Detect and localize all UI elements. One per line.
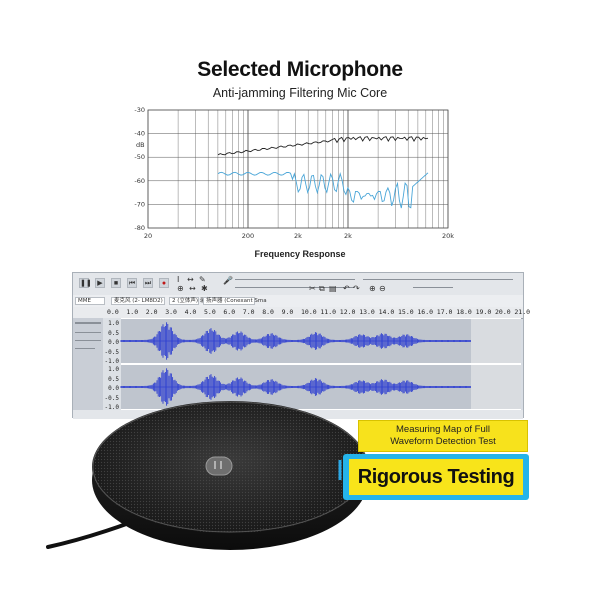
- y-tick-label: -30: [134, 106, 145, 114]
- ruler-label: 9.0: [281, 308, 294, 316]
- record-button[interactable]: ●: [159, 278, 169, 288]
- ruler-label: 14.0: [378, 308, 395, 316]
- frequency-response-chart: -30 -40 -50 -60 -70 -80 20 200 2k 2k 20k dB: [134, 106, 454, 240]
- x-tick-label: 20k: [442, 232, 454, 240]
- x-tick-label: 20: [144, 232, 152, 240]
- ruler-label: 4.0: [184, 308, 197, 316]
- host-select[interactable]: MME: [75, 297, 105, 305]
- amplitude-label: 0.5: [108, 329, 119, 337]
- zoom-in-icon[interactable]: ⊕: [369, 284, 376, 293]
- waveform: [120, 368, 471, 406]
- pause-button[interactable]: ❚❚: [79, 278, 92, 288]
- record-meter: [235, 279, 355, 280]
- upper-response-curve: [217, 136, 429, 156]
- chart-grid: [147, 109, 449, 229]
- stop-button[interactable]: ■: [111, 278, 121, 288]
- audio-editor-window: ❚❚ ▶ ■ ⏮ ⏭ ● I ↔ ✎ ⊕ ↔ ✱ 🎤 ✂ ⧉ ▤ ↶ ↷ ⊕ ⊖…: [72, 272, 530, 419]
- x-axis-ticks: 20 200 2k 2k 20k: [144, 232, 454, 240]
- amplitude-label: 1.0: [108, 320, 119, 327]
- empty-region: [471, 365, 521, 409]
- amplitude-label: 0.0: [108, 339, 119, 346]
- zoom-out-icon[interactable]: ⊖: [379, 284, 386, 293]
- level-scale: [363, 279, 513, 280]
- y-tick-label: -60: [134, 177, 145, 185]
- playback-meter: [235, 287, 355, 288]
- ruler-label: 20.0: [495, 308, 511, 316]
- ruler-label: 10.0: [301, 308, 317, 316]
- ruler-label: 6.0: [223, 308, 236, 316]
- skip-start-button[interactable]: ⏮: [127, 278, 137, 288]
- ruler-label: 15.0: [398, 308, 414, 316]
- ruler-label: 1.0: [126, 308, 139, 316]
- selection-tool-icon[interactable]: I: [177, 275, 180, 284]
- amplitude-label: -0.5: [104, 394, 119, 402]
- ruler-label: 0.0: [107, 308, 119, 316]
- ruler-label: 11.0: [320, 308, 337, 316]
- timeshift-tool-icon[interactable]: ↔: [189, 284, 196, 293]
- measuring-callout: Measuring Map of Full Waveform Detection…: [358, 420, 528, 452]
- input-device-select[interactable]: 麦克风 (2- LM8D2): [111, 297, 165, 305]
- mic-mute-icon: [214, 461, 222, 469]
- play-button[interactable]: ▶: [95, 278, 105, 288]
- ruler-label: 8.0: [262, 308, 274, 316]
- envelope-tool-icon[interactable]: ↔: [187, 275, 194, 284]
- amplitude-label: -1.0: [104, 358, 119, 365]
- amplitude-label: -0.5: [104, 348, 119, 356]
- rigorous-callout: Rigorous Testing: [343, 454, 529, 500]
- lower-response-curve: [217, 171, 429, 209]
- transport-toolbar: ❚❚ ▶ ■ ⏮ ⏭ ● I ↔ ✎ ⊕ ↔ ✱ 🎤 ✂ ⧉ ▤ ↶ ↷ ⊕ ⊖: [73, 273, 523, 296]
- y-tick-label: -40: [134, 130, 145, 138]
- multi-tool-icon[interactable]: ✱: [201, 284, 208, 293]
- cut-icon[interactable]: ✂: [309, 284, 316, 293]
- x-tick-label: 2k: [294, 232, 302, 240]
- redo-icon[interactable]: ↷: [353, 284, 360, 293]
- amplitude-label: 1.0: [108, 366, 119, 373]
- ruler-label: 19.0: [475, 308, 492, 316]
- play-speed-slider[interactable]: [413, 287, 453, 288]
- channels-select[interactable]: 2 (立体声) 录: [169, 297, 205, 305]
- amplitude-label: 0.0: [108, 385, 119, 392]
- mute-button[interactable]: [205, 456, 233, 476]
- amplitude-label: 0.5: [108, 375, 119, 383]
- zoom-tool-icon[interactable]: ⊕: [177, 284, 184, 293]
- y-tick-label: -50: [134, 153, 145, 161]
- chart-x-label: Frequency Response: [254, 249, 346, 259]
- ruler-label: 16.0: [417, 308, 434, 316]
- ruler-label: 5.0: [204, 308, 216, 316]
- ruler-label: 18.0: [456, 308, 472, 316]
- y-axis-ticks: -30 -40 -50 -60 -70 -80: [134, 106, 145, 232]
- ruler-label: 12.0: [339, 308, 356, 316]
- paste-icon[interactable]: ▤: [329, 284, 337, 293]
- ruler-label: 7.0: [242, 308, 255, 316]
- waveform: [120, 322, 471, 360]
- x-tick-label: 2k: [344, 232, 352, 240]
- y-axis-unit: dB: [136, 141, 145, 149]
- measuring-line-1: Measuring Map of Full: [396, 424, 490, 435]
- waveform-tracks[interactable]: [120, 318, 521, 410]
- waveform-display: [120, 319, 521, 409]
- draw-tool-icon[interactable]: ✎: [199, 275, 206, 284]
- output-device-select[interactable]: 扬声器 (Conexant Sma: [203, 297, 267, 305]
- y-tick-label: -80: [134, 224, 145, 232]
- empty-region: [471, 319, 521, 363]
- record-meter-icon: 🎤: [223, 276, 233, 285]
- ruler-label: 3.0: [165, 308, 177, 316]
- undo-icon[interactable]: ↶: [343, 284, 350, 293]
- y-tick-label: -70: [134, 200, 145, 208]
- x-tick-label: 200: [242, 232, 254, 240]
- page-title: Selected Microphone: [197, 58, 403, 81]
- ruler-label: 13.0: [359, 308, 375, 316]
- page-subtitle: Anti-jamming Filtering Mic Core: [212, 86, 388, 100]
- copy-icon[interactable]: ⧉: [319, 284, 325, 293]
- device-toolbar: MME 麦克风 (2- LM8D2) 2 (立体声) 录 扬声器 (Conexa…: [73, 295, 523, 308]
- rigorous-testing-label: Rigorous Testing: [349, 459, 523, 495]
- amplitude-label: -1.0: [104, 404, 119, 411]
- measuring-line-2: Waveform Detection Test: [390, 436, 496, 447]
- ruler-label: 2.0: [145, 308, 158, 316]
- ruler-label: 21.0: [514, 308, 531, 316]
- conference-microphone: [46, 401, 368, 550]
- skip-end-button[interactable]: ⏭: [143, 278, 153, 288]
- ruler-label: 17.0: [436, 308, 453, 316]
